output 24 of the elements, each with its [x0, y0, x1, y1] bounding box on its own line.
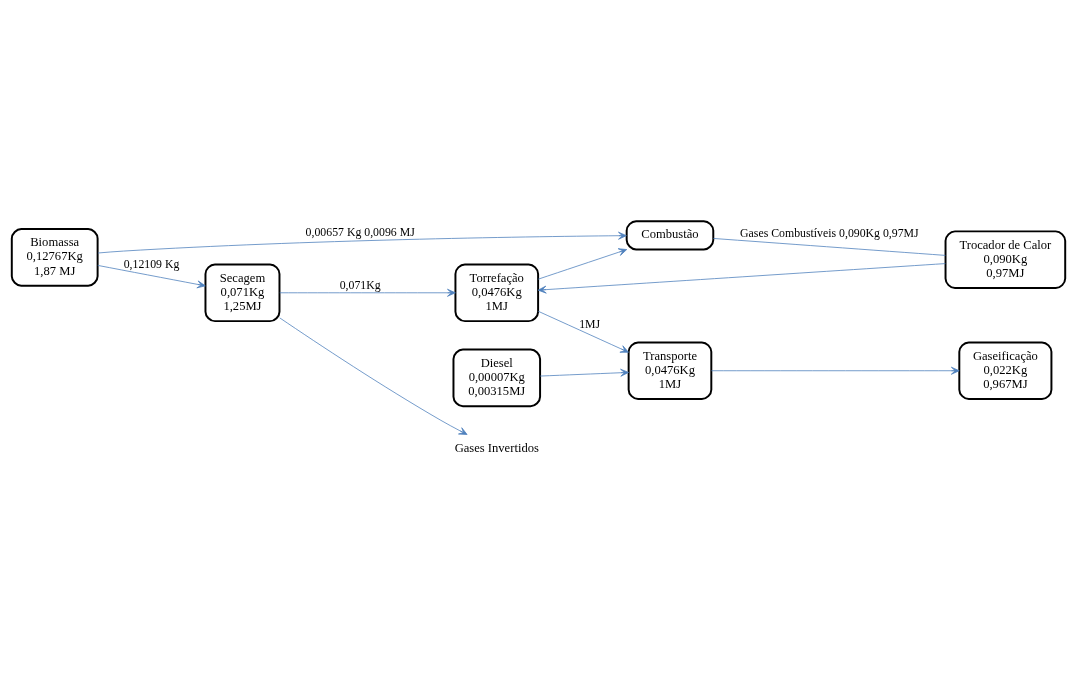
- node-box: Transporte 0,0476Kg 1MJ: [627, 341, 713, 401]
- arrow: [537, 263, 946, 294]
- edge-label: Gases Combustíveis 0,090Kg 0,97MJ: [740, 225, 919, 240]
- edge-label: 0,12109 Kg: [123, 256, 180, 271]
- connector: [713, 238, 946, 256]
- node-box: Combustão: [625, 220, 715, 251]
- node-box: Biomassa 0,12767Kg 1,87 MJ: [10, 228, 99, 287]
- arrow: [539, 368, 629, 377]
- edge-label: 0,00657 Kg 0,0096 MJ: [305, 225, 415, 240]
- arrow: [710, 366, 960, 375]
- arrow: [279, 317, 468, 435]
- arrow: [97, 231, 627, 254]
- arrow: [537, 248, 628, 280]
- node-text: Gases Invertidos: [454, 440, 539, 455]
- node-box: Trocador de Calor 0,090Kg 0,97MJ: [944, 230, 1067, 290]
- node-box: Torrefação 0,0476Kg 1MJ: [454, 263, 540, 323]
- arrow: [97, 265, 206, 289]
- node-box: Secagem 0,071Kg 1,25MJ: [204, 263, 281, 323]
- arrow: [279, 288, 456, 297]
- node-box: Diesel 0,00007Kg 0,00315MJ: [452, 348, 542, 408]
- edge-label: 0,071Kg: [339, 277, 381, 292]
- arrow: [537, 310, 629, 353]
- node-box: Gaseificação 0,022Kg 0,967MJ: [958, 341, 1053, 401]
- edge-label: 1MJ: [579, 317, 601, 332]
